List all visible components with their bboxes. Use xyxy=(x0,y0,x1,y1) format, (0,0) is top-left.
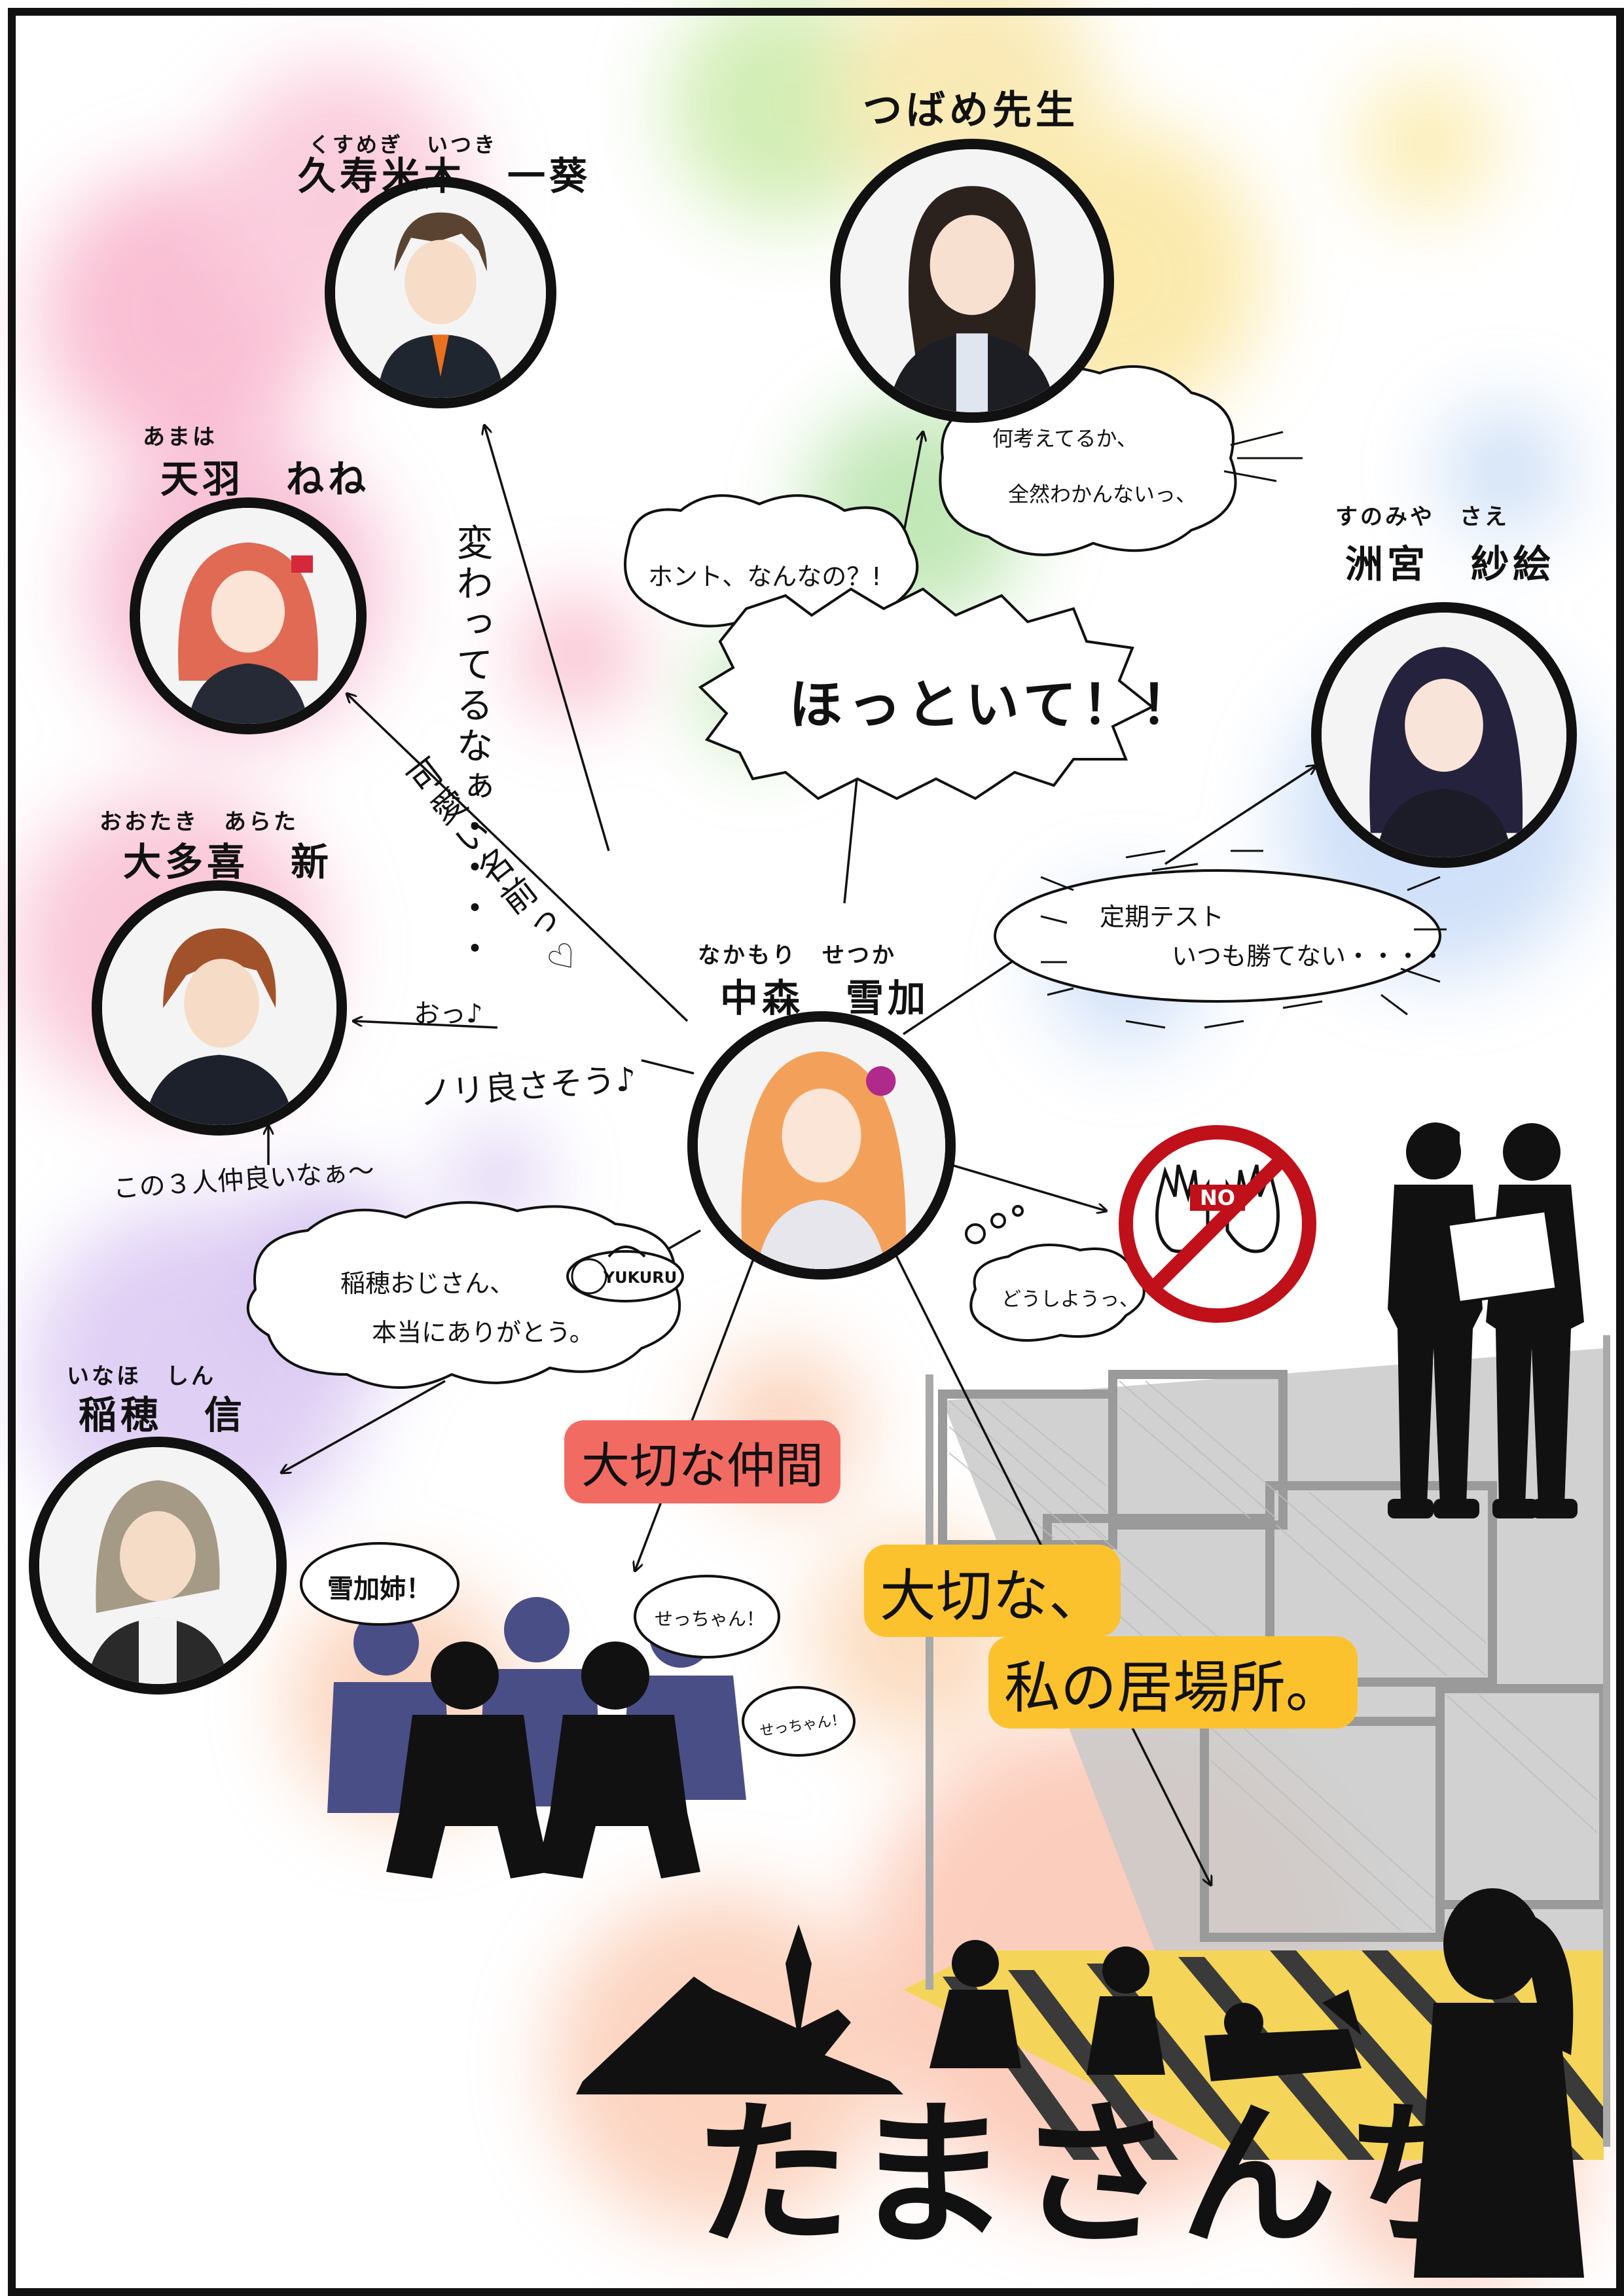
itsuki-ruby: くすめぎ いつき xyxy=(309,132,498,157)
arrow-to-nene xyxy=(347,694,689,1022)
yukuru-logo: YUKURU xyxy=(566,1246,684,1302)
page-frame xyxy=(8,8,1624,2296)
arata-name: 大多喜 新 xyxy=(123,840,333,884)
hottoite-text: ほっといて！！ xyxy=(789,674,1200,736)
secchan-bubble-1 xyxy=(634,1575,780,1659)
ibasho-tag-line1: 大切な、 xyxy=(864,1545,1121,1637)
honto-text: ホント、なんなの？! xyxy=(648,562,882,591)
tsubame-bubble-line2: 全然わかんないっ、 xyxy=(1008,482,1197,507)
hottoite-burst xyxy=(698,587,1155,800)
shin-cloud xyxy=(246,1201,681,1389)
tsubame-name: つばめ先生 xyxy=(863,88,1079,134)
portrait-sae xyxy=(1311,602,1577,868)
arrow-to-arata-small xyxy=(353,1021,498,1029)
sae-bubble-line2: いつも勝てない・・・・ xyxy=(1172,942,1446,971)
svg-text:YUKURU: YUKURU xyxy=(603,1268,677,1287)
girl-silhouette xyxy=(1414,1888,1584,2278)
family-silhouettes xyxy=(576,1924,1362,2094)
sae-name: 洲宮 紗絵 xyxy=(1345,542,1555,586)
itsuki-comment: 変わってるなぁ・・・・ xyxy=(450,524,493,970)
workers-silhouette xyxy=(1388,1122,1584,1518)
arrow-setsuka-arata xyxy=(641,1059,695,1075)
sae-bubble xyxy=(994,869,1441,1003)
arata-small-comment: おっ♪ xyxy=(414,999,483,1029)
arrow-to-shin-b xyxy=(281,1380,446,1473)
secchan-bubble-2 xyxy=(742,1686,856,1757)
arrow-to-nakama xyxy=(635,1243,761,1571)
shin-name: 稲穂 信 xyxy=(79,1393,247,1437)
setsuka-nee-text: 雪加姉！ xyxy=(327,1574,432,1604)
nakama-tag: 大切な仲間 xyxy=(564,1420,840,1503)
nene-ruby: あまは xyxy=(143,424,217,450)
arrow-to-no xyxy=(929,1157,1106,1211)
tsubame-bubble-line1: 何考えてるか、 xyxy=(992,426,1138,451)
crowd-silhouette xyxy=(327,1597,746,1878)
doushiyou-text: どうしようっ、 xyxy=(1001,1288,1139,1311)
arrow-to-itsuki xyxy=(484,425,610,852)
no-sign: NO xyxy=(1119,1125,1316,1323)
arrow-to-sae xyxy=(903,954,1022,1035)
secchan-text-1: せっちゃん！ xyxy=(655,1608,765,1630)
itsuki-name: 久寿米木 一葵 xyxy=(298,154,592,198)
sae-ruby: すのみや さえ xyxy=(1335,504,1509,530)
setsuka-nee-bubble xyxy=(300,1542,460,1626)
arata-ruby: おおたき あらた xyxy=(99,809,298,835)
shin-bubble-line1: 稲穂おじさん、 xyxy=(340,1269,515,1298)
setsuka-ruby: なかもり せつか xyxy=(698,942,897,969)
shin-ruby: いなほ しん xyxy=(67,1363,216,1390)
sae-bubble-line1: 定期テスト xyxy=(1100,903,1225,931)
arrow-to-sae-2 xyxy=(1164,766,1316,865)
doushiyou-thought xyxy=(969,1244,1146,1342)
portrait-shin xyxy=(29,1437,287,1695)
shin-bubble-line2: 本当にありがとう。 xyxy=(372,1318,594,1347)
nene-name: 天羽 ねね xyxy=(160,457,370,501)
arrow-to-hottoite xyxy=(843,772,859,904)
tamasanchi-title: たまさんち xyxy=(694,2084,1507,2267)
setsuka-name: 中森 雪加 xyxy=(720,976,930,1020)
ibasho-tag-line2: 私の居場所。 xyxy=(988,1636,1358,1729)
no-sign-text: NO xyxy=(1200,1185,1235,1210)
